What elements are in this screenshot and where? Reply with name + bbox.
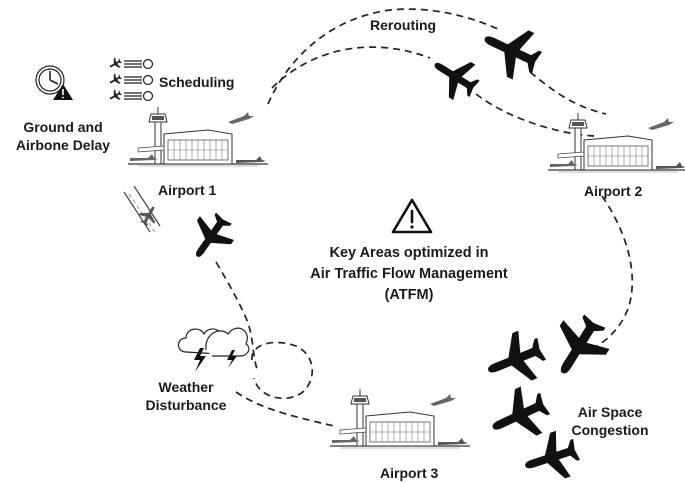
rerouting-label: Rerouting: [370, 17, 437, 33]
scheduling-label: Scheduling: [159, 74, 235, 90]
plane-airport1-departure: [180, 206, 241, 269]
weather-line1: Weather: [158, 379, 214, 395]
center-line3: (ATFM): [384, 287, 434, 303]
route-rerouting-outer-tail: [529, 71, 607, 115]
schedule-list-icon: [106, 55, 154, 104]
weather-line2: Disturbance: [145, 397, 227, 413]
route-paths: [215, 8, 634, 427]
plane-rerouting-small: [423, 46, 486, 107]
route-airport2-to-airport3: [589, 195, 634, 351]
congestion-line2: Congestion: [571, 422, 649, 438]
airport2-illustration: [547, 112, 685, 173]
plane-congestion-1: [478, 325, 552, 395]
plane-rerouting-large: [474, 15, 548, 86]
ground-delay-line1: Ground and: [23, 119, 103, 135]
center-line2: Air Traffic Flow Management: [310, 266, 508, 282]
ground-delay-line2: Airbone Delay: [15, 137, 111, 153]
warning-triangle-icon: [391, 198, 433, 234]
ground-delay-label: Ground and Airbone Delay: [0, 118, 126, 154]
plane-congestion-3: [482, 380, 556, 451]
airspace-congestion-label: Air Space Congestion: [560, 403, 660, 439]
route-rerouting-outer: [267, 8, 501, 105]
route-rerouting-inner-tail: [475, 93, 595, 137]
runway-icon: [123, 185, 162, 233]
route-weather-to-airport3: [235, 391, 335, 427]
storm-cloud-icon: [177, 327, 250, 372]
plane-congestion-2: [539, 306, 618, 388]
airport3-illustration: [329, 388, 471, 449]
airport2-label: Airport 2: [584, 183, 643, 199]
route-weather-loop: [251, 341, 314, 400]
clock-warning-icon: [35, 65, 73, 100]
airport3-label: Airport 3: [380, 465, 439, 481]
weather-disturbance-label: Weather Disturbance: [134, 378, 238, 414]
atfm-center-label: Key Areas optimized in Air Traffic Flow …: [284, 243, 534, 306]
airport1-label: Airport 1: [158, 182, 217, 198]
route-airport1-to-weather: [215, 261, 259, 373]
center-line1: Key Areas optimized in: [329, 245, 489, 261]
route-rerouting-inner: [271, 46, 431, 89]
congestion-line1: Air Space: [577, 404, 643, 420]
airport1-illustration: [127, 106, 269, 167]
